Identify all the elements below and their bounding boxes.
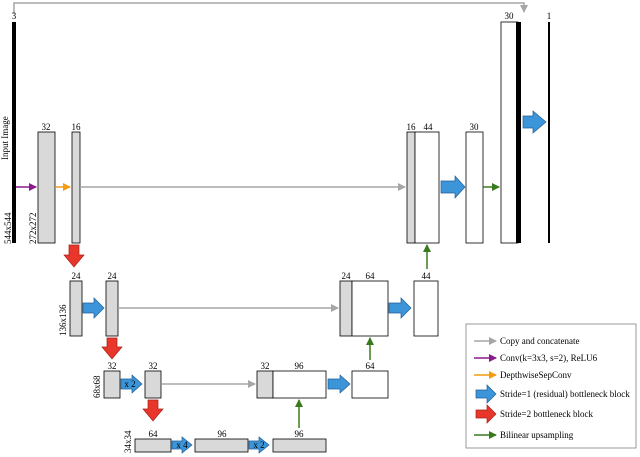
level3-size: 68x68 [92, 375, 102, 398]
legend: Copy and concatenate Conv(k=3x3, s=2), R… [465, 323, 637, 449]
decoder-block-64 [351, 280, 389, 337]
encoder-channels-24a: 24 [72, 271, 82, 281]
output-block-channels-30: 30 [505, 11, 515, 21]
decoder-block-44b [413, 280, 439, 337]
encoder-channels-64: 64 [149, 429, 159, 439]
stride2-block-arrow-3 [142, 399, 164, 422]
decoder-channels-30: 30 [470, 122, 480, 132]
decoder-block-44 [414, 131, 440, 244]
legend-label-depthwise: DepthwiseSepConv [500, 370, 572, 380]
encoder-channels-32: 32 [42, 122, 51, 132]
output-block-30 [500, 21, 519, 244]
stride1-block-arrow-out [522, 110, 547, 134]
legend-label-stride1: Stride=1 (residual) bottleneck block [500, 389, 630, 399]
encoder-block-64 [134, 438, 172, 453]
decoder-channels-16: 16 [407, 122, 417, 132]
stride1-block-arrow-l4b [248, 436, 270, 454]
encoder-channels-96b: 96 [295, 429, 305, 439]
decoder-channels-96: 96 [295, 361, 305, 371]
legend-label-stride2: Stride=2 bottleneck block [500, 409, 594, 419]
stride1-block-arrow-l4a [171, 436, 193, 454]
decoder-block-96 [272, 370, 327, 399]
decoder-channels-64: 64 [366, 271, 376, 281]
repeat-label-3: x 2 [253, 440, 264, 450]
decoder-skip-block-32 [256, 370, 274, 399]
stride1-block-arrow-l3 [120, 374, 143, 394]
stride2-block-arrow-1 [63, 244, 85, 268]
decoder-channels-24: 24 [342, 271, 352, 281]
encoder-block-24a [69, 280, 83, 337]
blue-block-arrow-icon [475, 384, 497, 404]
input-label: Input Image [0, 116, 10, 160]
stride1-block-arrow-l3-dec [327, 374, 351, 394]
decoder-channels-44b: 44 [422, 271, 432, 281]
level1-size: 272x272 [28, 213, 38, 245]
encoder-block-96b [272, 438, 327, 453]
encoder-block-16 [71, 131, 81, 244]
level4-size: 34x34 [123, 430, 133, 453]
repeat-label-2: x 4 [176, 440, 188, 450]
encoder-channels-96: 96 [218, 429, 228, 439]
encoder-block-96 [194, 438, 249, 453]
red-block-arrow-icon [475, 404, 497, 424]
input-size: 544x544 [3, 212, 13, 244]
encoder-block-32a [103, 370, 121, 399]
encoder-block-24b [105, 280, 119, 337]
stride2-block-arrow-2 [101, 337, 123, 360]
output-block-30-edge [516, 22, 521, 243]
stride1-block-arrow-l2 [82, 297, 105, 319]
legend-label-upsampling: Bilinear upsampling [500, 430, 574, 440]
decoder-channels-32: 32 [261, 361, 270, 371]
encoder-channels-16: 16 [72, 122, 82, 132]
stride1-block-arrow [440, 175, 466, 199]
stride1-block-arrow-l2-dec [388, 297, 412, 319]
repeat-label-1: x 2 [124, 379, 135, 389]
encoder-channels-32a: 32 [108, 361, 117, 371]
legend-label-copy: Copy and concatenate [500, 336, 579, 346]
top-skip-arrow [13, 2, 528, 14]
output-bar [548, 22, 550, 243]
decoder-block-64b [351, 370, 389, 399]
encoder-channels-24b: 24 [108, 271, 118, 281]
input-image-bar [12, 22, 16, 243]
encoder-block-32 [37, 131, 56, 244]
encoder-channels-32b: 32 [149, 361, 158, 371]
output-channels: 1 [547, 11, 552, 21]
decoder-skip-block-24 [339, 280, 353, 337]
decoder-channels-64b: 64 [366, 361, 376, 371]
decoder-skip-block-16 [406, 131, 416, 244]
level2-size: 136x136 [58, 304, 68, 336]
decoder-block-30 [465, 131, 484, 244]
input-channels: 3 [12, 11, 17, 21]
encoder-block-32b [144, 370, 162, 399]
legend-label-conv: Conv(k=3x3, s=2), ReLU6 [500, 353, 598, 363]
decoder-channels-44: 44 [424, 122, 434, 132]
